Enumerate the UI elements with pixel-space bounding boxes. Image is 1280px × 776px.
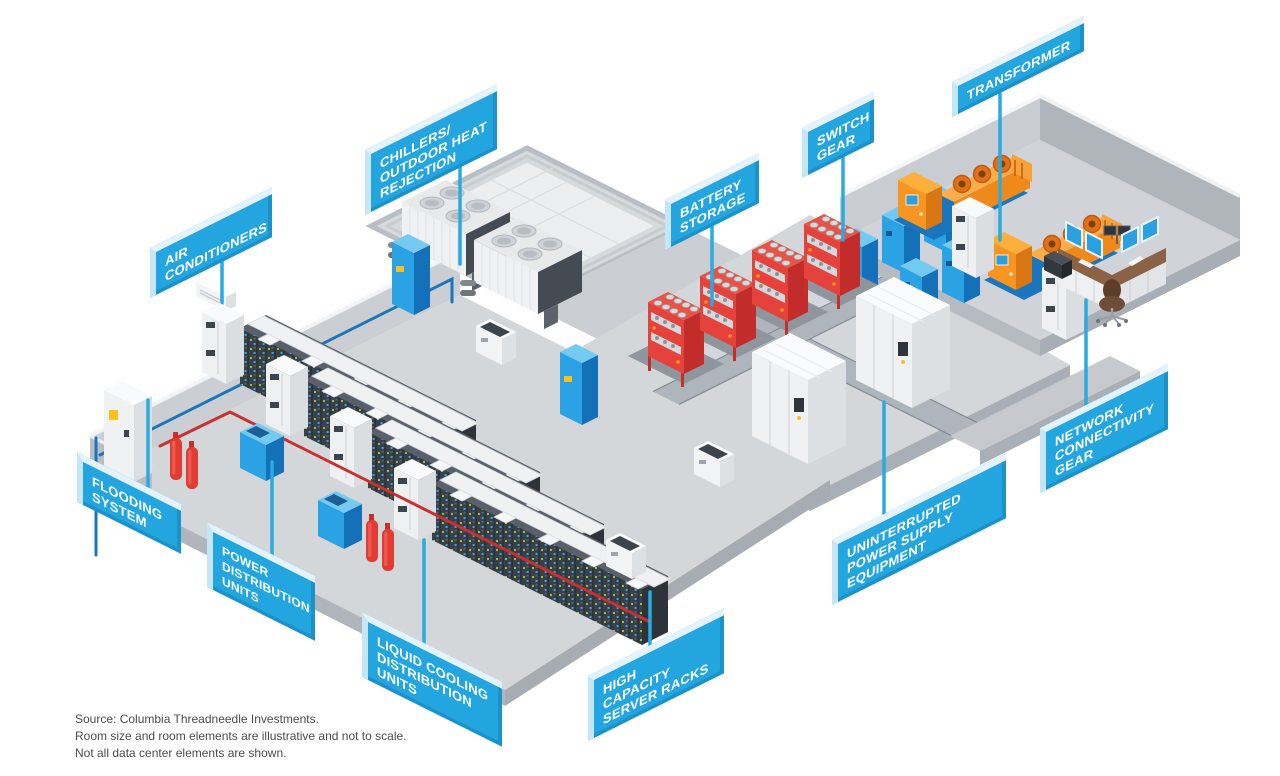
flooding-cabinet <box>104 381 152 482</box>
source-note: Source: Columbia Threadneedle Investment… <box>75 711 407 762</box>
keyboard <box>1078 259 1094 268</box>
source-line: Not all data center elements are shown. <box>75 746 287 760</box>
office-chair <box>1096 279 1128 327</box>
liquid-cooling-unit <box>329 406 373 489</box>
liquid-cooling-unit <box>265 354 309 437</box>
printer <box>1044 251 1072 279</box>
operator-desk <box>1044 215 1166 327</box>
pdu-cabinet <box>392 234 430 315</box>
desk-monitors <box>1065 215 1159 260</box>
callout-connectors <box>146 92 1088 650</box>
pdu-cabinet <box>560 344 598 425</box>
battery-storage-area <box>628 213 880 388</box>
source-line: Room size and room elements are illustra… <box>75 729 407 743</box>
power-room-to-control-walkway <box>950 356 1140 451</box>
liquid-cooling-unit <box>201 302 245 385</box>
liquid-cooling-unit <box>393 458 437 541</box>
keyboard <box>1128 256 1144 266</box>
electrical-cabinet <box>951 196 995 279</box>
source-line: Source: Columbia Threadneedle Investment… <box>75 712 319 726</box>
